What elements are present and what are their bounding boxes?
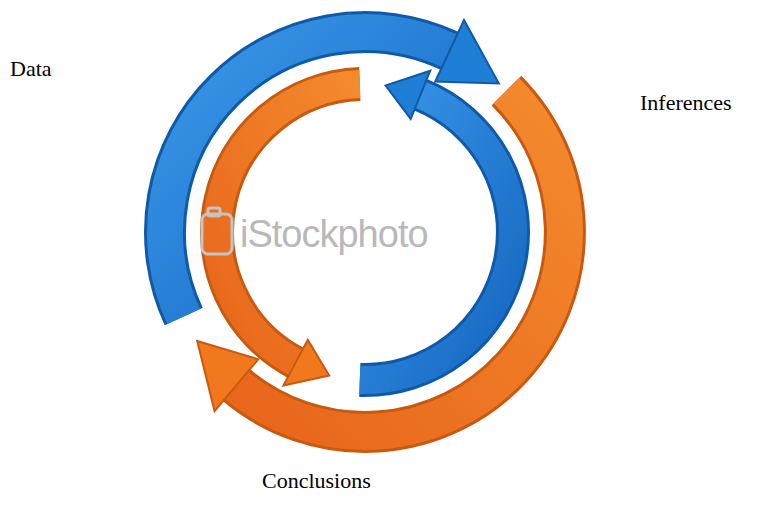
blue-inner-arrowhead (386, 71, 431, 119)
orange-inner-arrowhead (283, 340, 329, 386)
watermark: iStockphoto (240, 212, 428, 258)
orange-arrowhead (197, 341, 258, 411)
stage-label: Inferences (640, 90, 732, 116)
stage-label: Conclusions (262, 468, 371, 494)
orange-arc (236, 91, 565, 432)
blue-arrowhead (435, 20, 499, 83)
orange-arc-edge (236, 91, 565, 432)
stage-label: Data (10, 56, 52, 82)
watermark-logo (202, 208, 232, 254)
